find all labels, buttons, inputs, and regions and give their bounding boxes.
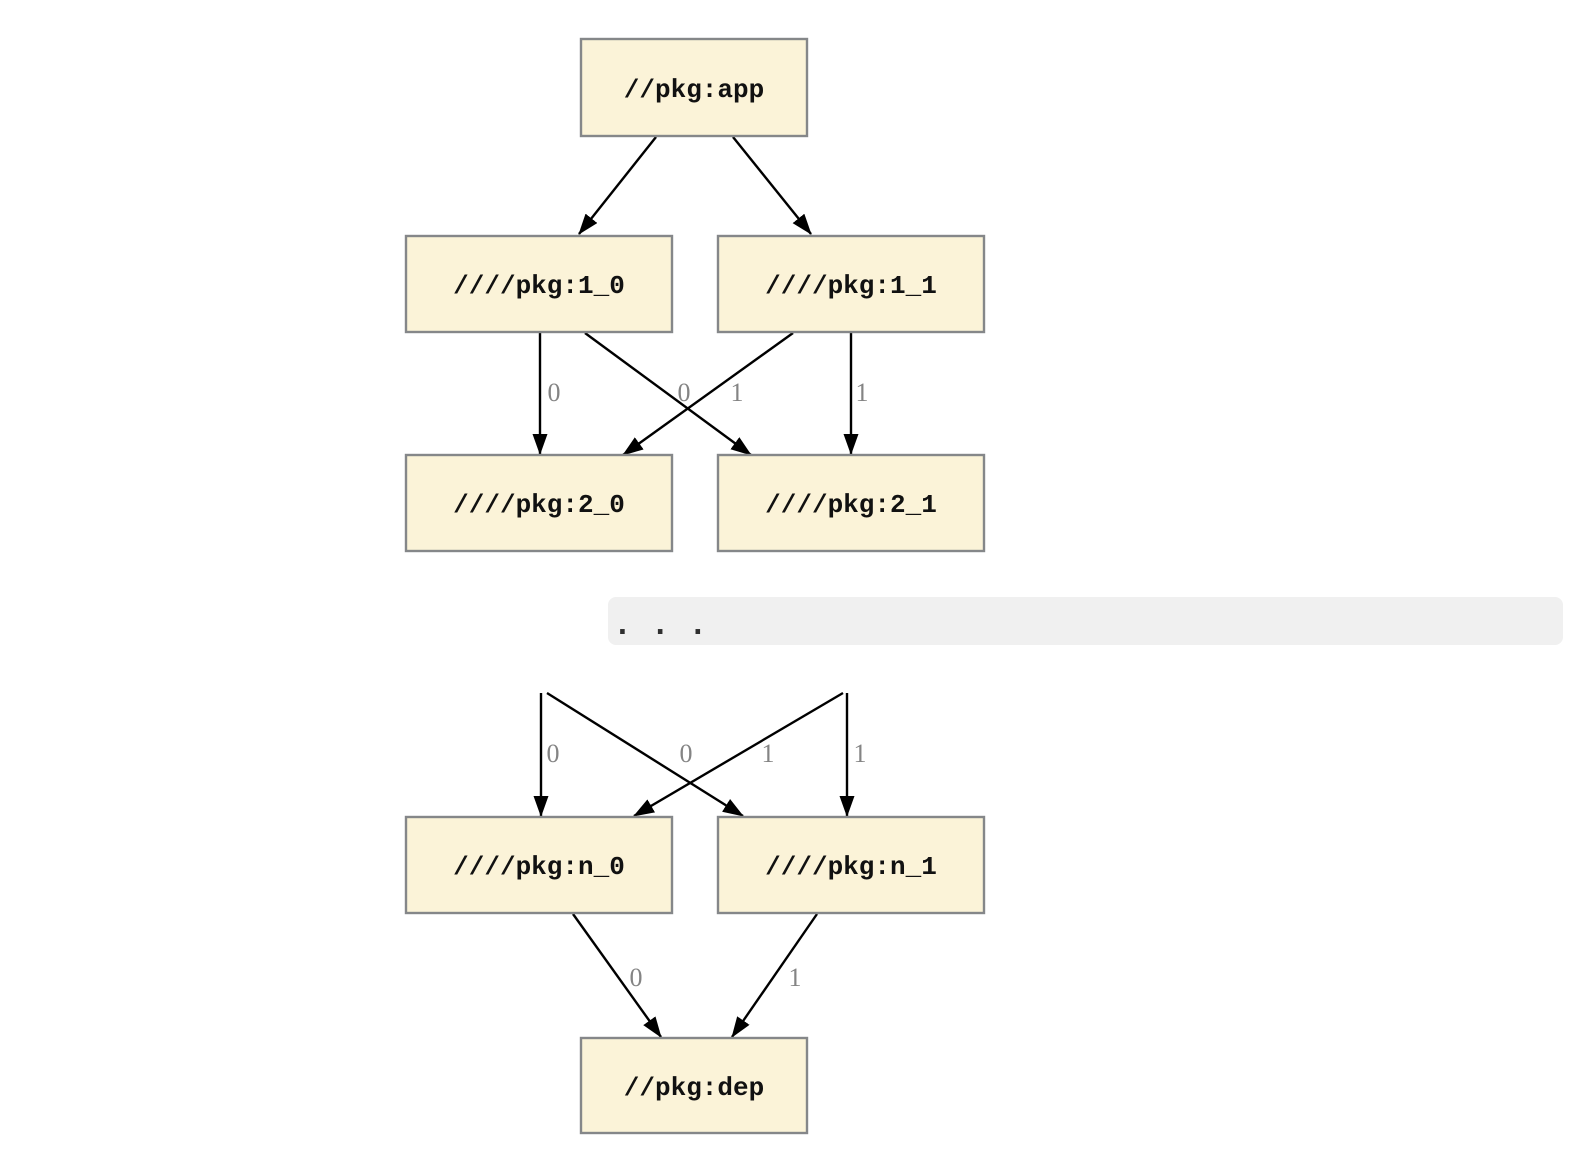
node-label: ////pkg:2_0 <box>453 490 625 520</box>
edge-prev0-to-n_1 <box>546 691 744 818</box>
ellipsis-band: . . . <box>608 597 1563 645</box>
edge-label: 1 <box>789 963 802 992</box>
ellipsis-band-background <box>608 597 1563 645</box>
node-1_0: ////pkg:1_0 <box>404 234 674 334</box>
edge-label: 1 <box>854 739 867 768</box>
edge-label: 1 <box>762 739 775 768</box>
node-label: ////pkg:1_1 <box>765 271 937 301</box>
edge-prev1-to-n_0 <box>633 691 844 818</box>
edge-label: 0 <box>547 739 560 768</box>
node-box <box>716 815 986 915</box>
node-n_1: ////pkg:n_1 <box>716 815 986 915</box>
node-box <box>579 37 809 138</box>
node-label: ////pkg:1_0 <box>453 271 625 301</box>
node-label: ////pkg:n_1 <box>765 852 937 882</box>
edge-label: 0 <box>548 378 561 407</box>
node-1_1: ////pkg:1_1 <box>716 234 986 334</box>
node-dep: //pkg:dep <box>579 1036 809 1135</box>
edge-label: 0 <box>678 378 691 407</box>
node-box <box>579 1036 809 1135</box>
node-n_0: ////pkg:n_0 <box>404 815 674 915</box>
node-box <box>404 815 674 915</box>
edge-n_1-to-dep <box>731 913 818 1038</box>
ellipsis-label: . . . <box>614 608 706 641</box>
edge-1_1-to-2_0 <box>622 332 794 456</box>
edge-app-to-1_0 <box>578 136 657 235</box>
node-box <box>716 234 986 334</box>
node-label: //pkg:app <box>624 75 764 105</box>
node-label: //pkg:dep <box>624 1073 764 1103</box>
edge-app-to-1_1 <box>732 136 812 235</box>
edge-label: 1 <box>856 378 869 407</box>
edge-label: 0 <box>630 963 643 992</box>
node-label: ////pkg:2_1 <box>765 490 937 520</box>
node-box <box>404 453 674 553</box>
edge-label: 0 <box>680 739 693 768</box>
edge-n_0-to-dep <box>572 913 662 1038</box>
node-label: ////pkg:n_0 <box>453 852 625 882</box>
node-box <box>404 234 674 334</box>
node-2_0: ////pkg:2_0 <box>404 453 674 553</box>
node-2_1: ////pkg:2_1 <box>716 453 986 553</box>
edge-label: 1 <box>731 378 744 407</box>
node-box <box>716 453 986 553</box>
node-app: //pkg:app <box>579 37 809 138</box>
edge-1_0-to-2_1 <box>584 332 752 456</box>
